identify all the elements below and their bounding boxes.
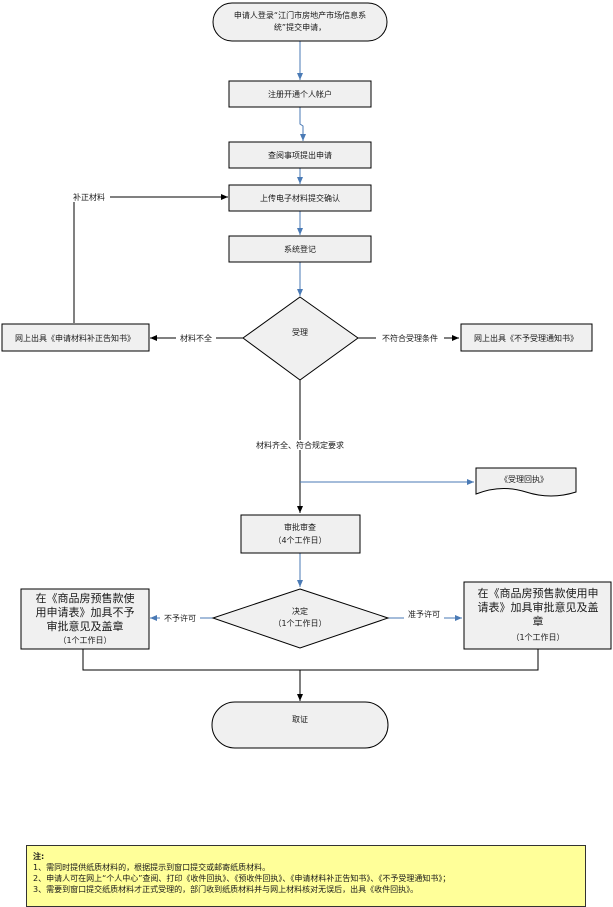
review-node: 审批审查 （4个工作日） [240, 514, 361, 554]
receipt-document: 《受理回执》 [475, 467, 577, 497]
sysreg-node: 系统登记 [228, 235, 372, 263]
start-line-1: 申请人登录“江门市房地产市场信息系 [234, 10, 366, 20]
review-line-2: （4个工作日） [273, 535, 326, 545]
register-node: 注册开通个人帐户 [228, 80, 372, 108]
label-not-qualified: 不符合受理条件 [382, 333, 438, 343]
notice-supplement-label: 网上出具《申请材料补正告知书》 [15, 333, 135, 343]
edge-approve-merge [300, 649, 539, 671]
receipt-label: 《受理回执》 [500, 474, 548, 484]
approve-line-3: 章 [533, 614, 544, 628]
start-node: 申请人登录“江门市房地产市场信息系 统”提交申请， [212, 2, 388, 42]
deny-line-2: 用申请表》加具不予 [36, 605, 135, 619]
approve-line-1: 在《商品房预售款使用申 [478, 586, 599, 600]
decide-line-2: （1个工作日） [273, 618, 326, 628]
edge-labels: 补正材料 材料不全 不符合受理条件 材料齐全、符合规定要求 不予许可 准予许可 [68, 192, 444, 623]
note-box: 注: 1、需同时提供纸质材料的，根据提示到窗口提交或邮寄纸质材料。 2、申请人可… [26, 845, 586, 907]
notice-supplement-node: 网上出具《申请材料补正告知书》 [1, 323, 150, 352]
collect-node: 取证 [211, 701, 389, 749]
decide-decision: 决定 （1个工作日） [211, 588, 390, 649]
label-approve: 准予许可 [408, 609, 440, 619]
collect-label: 取证 [292, 715, 308, 724]
notice-reject-node: 网上出具《不予受理通知书》 [460, 323, 593, 352]
upload-label: 上传电子材料提交确认 [260, 193, 340, 203]
deny-line-3: 审批意见及盖章 [47, 619, 124, 633]
upload-node: 上传电子材料提交确认 [228, 184, 372, 212]
approve-node: 在《商品房预售款使用申 请表》加具审批意见及盖 章 （1个工作日） [463, 581, 612, 650]
approve-line-4: （1个工作日） [511, 632, 564, 642]
start-line-2: 统”提交申请， [274, 22, 326, 32]
edge-supplement-upload [73, 194, 228, 323]
deny-line-1: 在《商品房预售款使 [36, 591, 135, 605]
approve-line-2: 请表》加具审批意见及盖 [478, 600, 599, 614]
label-deny: 不予许可 [164, 613, 196, 623]
label-incomplete: 材料不全 [180, 333, 212, 343]
review-line-1: 审批审查 [284, 522, 316, 532]
note-line-3: 3、需要到窗口提交纸质材料才正式受理的，部门收到纸质材料并与网上材料核对无误后，… [33, 885, 419, 894]
accept-decision: 受理 [242, 296, 359, 381]
note-line-1: 1、需同时提供纸质材料的，根据提示到窗口提交或邮寄纸质材料。 [33, 863, 271, 872]
note-line-2: 2、申请人可在网上“个人中心”查阅、打印《收件回执》、《预收件回执》、《申请材料… [33, 874, 451, 883]
sysreg-label: 系统登记 [284, 244, 316, 254]
query-label: 查阅事项提出申请 [268, 150, 332, 160]
register-label: 注册开通个人帐户 [268, 89, 332, 99]
deny-line-4: （1个工作日） [58, 635, 111, 645]
query-node: 查阅事项提出申请 [228, 141, 372, 169]
edge-deny-collect [82, 649, 303, 701]
decide-line-1: 决定 [292, 606, 308, 616]
accept-label: 受理 [292, 327, 308, 337]
note-title: 注: [33, 852, 45, 861]
label-supplement: 补正材料 [73, 192, 105, 202]
deny-node: 在《商品房预售款使 用申请表》加具不予 审批意见及盖章 （1个工作日） [20, 588, 150, 650]
label-complete: 材料齐全、符合规定要求 [256, 440, 344, 450]
notice-reject-label: 网上出具《不予受理通知书》 [474, 333, 578, 343]
edge-register-query [299, 107, 306, 141]
